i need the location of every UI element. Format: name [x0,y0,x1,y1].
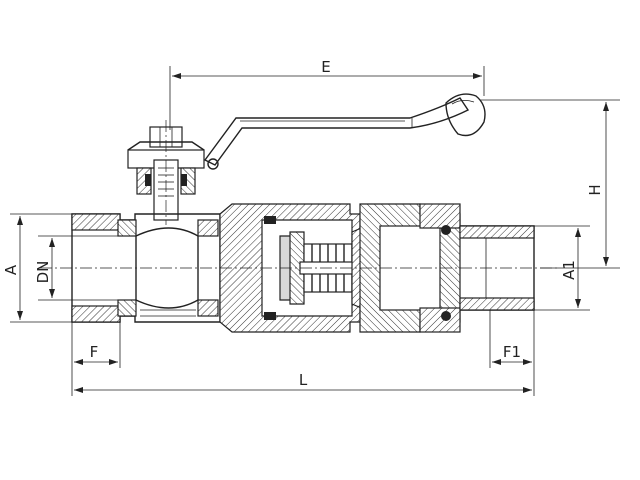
label-f1: F1 [503,343,521,361]
label-a1: A1 [560,260,578,280]
label-f: F [90,343,99,361]
dimension-a: A [2,213,72,323]
dimension-f1: F1 [489,310,535,396]
label-l: L [299,371,308,389]
label-a: A [2,264,20,275]
dimension-e: E [169,58,485,130]
label-dn: DN [34,261,52,284]
label-h: H [586,184,604,195]
dimension-h: H [480,99,620,269]
dimension-f: F [71,322,121,396]
stem-assembly [127,120,205,225]
dimension-l: L [74,371,532,393]
ball-valve-body [71,213,245,323]
outlet-pipe [459,225,535,311]
dimension-a1: A1 [534,225,590,311]
lever-handle [203,93,486,170]
label-e: E [321,58,330,76]
dimension-dn: DN [34,235,120,301]
